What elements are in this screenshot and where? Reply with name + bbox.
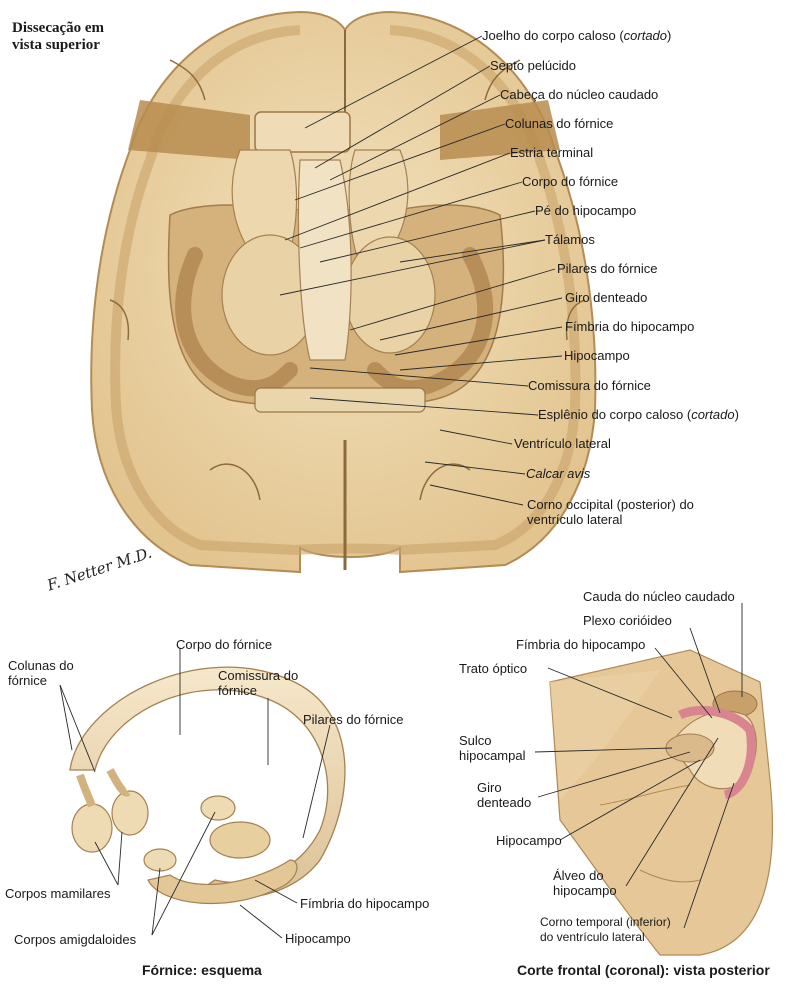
f3-label-giro-line1: Giro bbox=[477, 780, 502, 795]
figure1-label-1: Septo pelúcido bbox=[490, 58, 577, 73]
f2-label-pilares: Pilares do fórnice bbox=[303, 712, 404, 727]
f3-label-cauda: Cauda do núcleo caudado bbox=[583, 589, 735, 604]
f2-label-corpo: Corpo do fórnice bbox=[176, 637, 273, 652]
figure3-leader-lines bbox=[534, 603, 743, 929]
f2-label-colunas-line1: Colunas do bbox=[8, 658, 74, 673]
f2-label-colunas-line2: fórnice bbox=[8, 673, 48, 688]
figure1-label-0: Joelho do corpo caloso (cortado) bbox=[482, 28, 672, 43]
figure1-label-8: Pilares do fórnice bbox=[557, 261, 658, 276]
figure2-caption: Fórnice: esquema bbox=[142, 962, 262, 978]
f2-label-fimbria: Fímbria do hipocampo bbox=[300, 896, 430, 911]
coronal-section-drawing bbox=[549, 649, 773, 956]
f2-label-comissura-line1: Comissura do bbox=[218, 668, 299, 683]
figure1-label-4: Estria terminal bbox=[510, 145, 594, 160]
f3-label-fimbria: Fímbria do hipocampo bbox=[516, 637, 646, 652]
f3-label-hipocampo: Hipocampo bbox=[496, 833, 562, 848]
brain-dissection-drawing bbox=[90, 10, 597, 574]
f2-label-comissura-line2: fórnice bbox=[218, 683, 258, 698]
figure1-label-3: Colunas do fórnice bbox=[505, 116, 614, 131]
f3-label-alveo-line1: Álveo do bbox=[553, 868, 604, 883]
f3-label-sulco-line2: hipocampal bbox=[459, 748, 526, 763]
figure1-label-13: Esplênio do corpo caloso (cortado) bbox=[538, 407, 739, 422]
f2-label-mamilares: Corpos mamilares bbox=[5, 886, 111, 901]
f3-label-corno-line2: do ventrículo lateral bbox=[540, 930, 645, 944]
figure1-label-11: Hipocampo bbox=[564, 348, 630, 363]
figure2-leader-lines bbox=[59, 648, 331, 939]
figure1-label-16: Corno occipital (posterior) do bbox=[527, 497, 694, 512]
figure1-label-14: Ventrículo lateral bbox=[514, 436, 611, 451]
f3-label-corno-line1: Corno temporal (inferior) bbox=[540, 915, 671, 929]
figure1-title-line1: Dissecação em bbox=[12, 20, 105, 36]
f2-label-amigdaloides: Corpos amigdaloides bbox=[14, 932, 137, 947]
figure1-label-15: Calcar avis bbox=[526, 466, 591, 481]
figure1-label-10: Fímbria do hipocampo bbox=[565, 319, 695, 334]
figure1-label-corno-occipital-line2: ventrículo lateral bbox=[527, 512, 623, 527]
f3-label-trato: Trato óptico bbox=[459, 661, 528, 676]
figure1-label-12: Comissura do fórnice bbox=[528, 378, 651, 393]
figure1-label-7: Tálamos bbox=[545, 232, 595, 247]
figure3-caption: Corte frontal (coronal): vista posterior bbox=[517, 962, 770, 978]
figure1-label-6: Pé do hipocampo bbox=[535, 203, 637, 218]
f3-label-sulco-line1: Sulco bbox=[459, 733, 492, 748]
figure1-label-9: Giro denteado bbox=[565, 290, 648, 305]
fornix-schema-drawing bbox=[69, 666, 346, 905]
figure1-title-line2: vista superior bbox=[12, 37, 100, 53]
f3-label-plexo: Plexo corióideo bbox=[583, 613, 672, 628]
f3-label-giro-line2: denteado bbox=[477, 795, 532, 810]
f2-label-hipocampo: Hipocampo bbox=[285, 931, 351, 946]
figure1-leader-lines bbox=[279, 35, 563, 506]
figure1-label-5: Corpo do fórnice bbox=[522, 174, 619, 189]
figure1-label-2: Cabeça do núcleo caudado bbox=[500, 87, 659, 102]
f3-label-alveo-line2: hipocampo bbox=[553, 883, 617, 898]
